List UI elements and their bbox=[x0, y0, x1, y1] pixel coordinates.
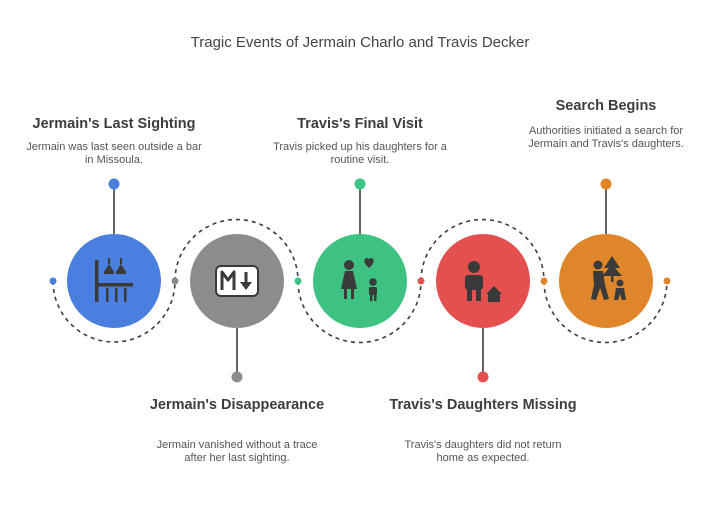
junction-dot bbox=[663, 277, 671, 285]
junction-dot bbox=[294, 277, 302, 285]
event-description-disappearance: Jermain vanished without a trace after h… bbox=[156, 439, 318, 464]
event-description-search-begins: Authorities initiated a search for Jerma… bbox=[528, 125, 684, 150]
hikers-tree-icon bbox=[591, 256, 626, 300]
timeline-arcs bbox=[52, 218, 668, 344]
junction-dot bbox=[417, 277, 425, 285]
person-house-icon bbox=[465, 261, 502, 302]
junction-dot bbox=[49, 277, 57, 285]
event-heading-search-begins: Search Begins bbox=[555, 98, 657, 114]
markdown-down-arrow-icon bbox=[215, 265, 259, 297]
bar-stools-icon bbox=[95, 258, 133, 302]
event-circle-last-sighting bbox=[67, 234, 161, 328]
junction-dot bbox=[171, 277, 179, 285]
event-heading-daughters-missing: Travis's Daughters Missing bbox=[389, 397, 577, 413]
event-heading-final-visit: Travis's Final Visit bbox=[297, 116, 423, 132]
event-heading-last-sighting: Jermain's Last Sighting bbox=[32, 116, 196, 132]
event-heading-disappearance: Jermain's Disappearance bbox=[149, 397, 325, 413]
arc-2 bbox=[174, 218, 299, 282]
junction-dot bbox=[540, 277, 548, 285]
arc-4 bbox=[420, 218, 545, 282]
event-description-last-sighting: Jermain was last seen outside a bar in M… bbox=[26, 141, 202, 166]
event-circle-final-visit bbox=[313, 234, 407, 328]
arc-1 bbox=[52, 280, 176, 343]
diagram-title: Tragic Events of Jermain Charlo and Trav… bbox=[190, 34, 530, 51]
stem-dot-4 bbox=[477, 371, 489, 383]
junction-dots bbox=[49, 277, 671, 285]
stem-dot-1 bbox=[108, 178, 120, 190]
arc-5 bbox=[543, 280, 668, 344]
connector-stems bbox=[113, 184, 607, 377]
arc-3 bbox=[297, 280, 422, 344]
parent-child-heart-icon bbox=[341, 257, 377, 301]
event-description-daughters-missing: Travis's daughters did not return home a… bbox=[404, 439, 562, 464]
stem-dot-5 bbox=[600, 178, 612, 190]
event-description-final-visit: Travis picked up his daughters for a rou… bbox=[273, 141, 447, 166]
event-circle-search-begins bbox=[559, 234, 653, 328]
stem-dot-2 bbox=[231, 371, 243, 383]
stem-dot-3 bbox=[354, 178, 366, 190]
